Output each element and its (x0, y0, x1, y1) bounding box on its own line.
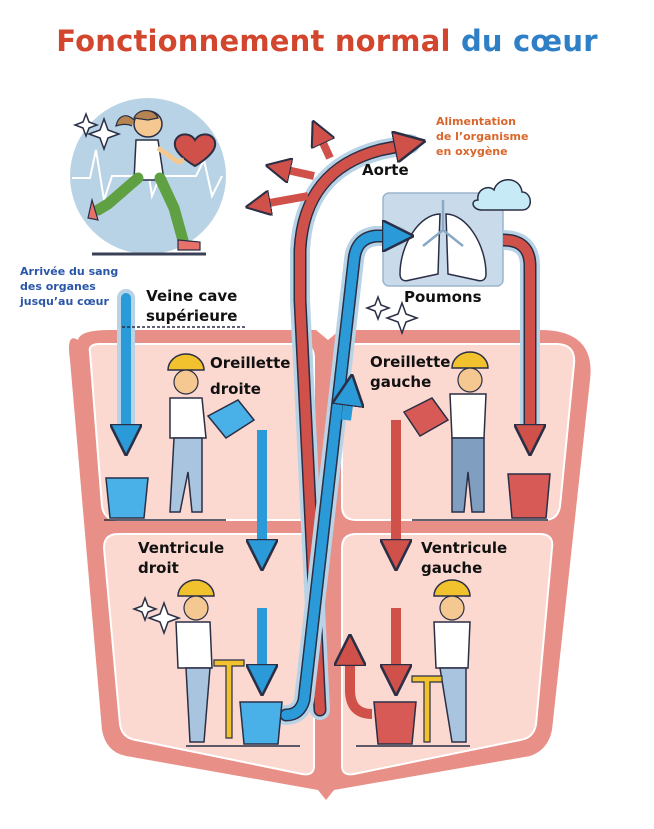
lungs-illustration (364, 179, 531, 336)
note-line: jusqu’au cœur (20, 295, 109, 308)
bronchi-icon (422, 200, 464, 247)
label-line: Veine cave (146, 287, 238, 305)
worker-head (173, 369, 199, 395)
title-part-2: du cœur (460, 24, 598, 58)
hard-hat-icon (433, 579, 471, 597)
heart-icon (173, 133, 217, 168)
label-line: droite (210, 380, 261, 398)
sparkle-icon (364, 294, 392, 322)
hard-hat-icon (167, 353, 205, 371)
worker-head (439, 595, 465, 621)
pump-icon (411, 675, 443, 743)
bucket-icon (507, 473, 551, 519)
label-line: gauche (370, 373, 432, 391)
label-line: supérieure (146, 307, 238, 325)
aorta-branch-arrow (318, 132, 330, 160)
left-ventricle-to-aorta-arrow (350, 650, 373, 719)
runner-illustration (70, 98, 226, 256)
note-line: en oxygène (436, 145, 508, 158)
red-bucket-left-ventricle (373, 701, 417, 745)
blue-bucket-right-atrium (105, 477, 149, 519)
runner-legs (92, 172, 190, 250)
runner-shoes (87, 197, 201, 251)
aorta-vessel (258, 132, 410, 720)
worker-right-atrium (167, 353, 256, 513)
hard-hat-icon (451, 351, 489, 369)
left-ventricle-label: Ventricule gauche (421, 538, 507, 578)
worker-shirt (175, 621, 213, 669)
sparkle-icon (131, 595, 159, 623)
blue-bucket-right-ventricle (239, 701, 283, 745)
label-line: Ventricule (421, 539, 508, 557)
right-atrium-label: Oreillette droite (210, 350, 290, 402)
cloud-icon (472, 179, 531, 211)
pulmonary-artery (276, 236, 398, 725)
sparkle-icon (86, 116, 122, 152)
left-lung-icon (399, 213, 441, 282)
worker-shirt (449, 393, 487, 439)
worker-left-ventricle (411, 579, 471, 743)
note-line: Arrivée du sang (20, 265, 119, 278)
bucket-icon (239, 701, 283, 745)
right-ventricle-label: Ventricule droit (138, 538, 224, 578)
runner-arm (156, 145, 185, 165)
pulmonary-vein (502, 230, 530, 440)
worker-left-atrium (402, 351, 489, 513)
note-line: Alimentation (436, 115, 516, 128)
aorta-label: Aorte (362, 161, 409, 179)
lungs-label: Poumons (404, 288, 482, 306)
worker-head (457, 367, 483, 393)
worker-shirt (169, 397, 207, 439)
worker-pants (451, 437, 485, 513)
left-atrium-label: Oreillette gauche (370, 352, 450, 392)
worker-right-ventricle (131, 579, 245, 743)
worker-pants (169, 437, 203, 513)
vena-cava (122, 289, 246, 440)
worker-pants (185, 667, 211, 743)
pump-icon (213, 659, 245, 739)
supply-note: Alimentation de l’organisme en oxygène (436, 114, 528, 159)
vena-cava-label: Veine cave supérieure (146, 286, 237, 326)
title-part-1: Fonctionnement normal (56, 24, 451, 58)
label-line: droit (138, 559, 179, 577)
page-title: Fonctionnement normal du cœur (0, 24, 654, 58)
label-line: Oreillette (370, 353, 451, 371)
aorta-branch-arrow (278, 168, 315, 176)
pulmonary-artery-arrow (281, 236, 398, 720)
pulmonary-vein-arrow (502, 235, 530, 440)
up-arrow-icon (346, 390, 350, 421)
aorta-main-arrow (295, 144, 410, 715)
bucket-icon (105, 477, 149, 519)
pouring-bucket-icon (206, 399, 256, 439)
bucket-icon (373, 701, 417, 745)
sparkle-icon (384, 300, 420, 336)
worker-head (183, 595, 209, 621)
right-lung-icon (445, 213, 487, 282)
pouring-bucket-icon (402, 397, 450, 437)
label-line: Ventricule (138, 539, 225, 557)
worker-shirt (433, 621, 471, 669)
note-line: de l’organisme (436, 130, 529, 143)
sparkle-icon (72, 111, 100, 139)
arrival-note: Arrivée du sang des organes jusqu’au cœu… (20, 264, 118, 309)
aorta-branch-arrow (258, 196, 309, 205)
label-line: Oreillette (210, 354, 291, 372)
red-bucket-left-atrium (507, 473, 551, 519)
note-line: des organes (20, 280, 96, 293)
worker-pants (439, 667, 467, 743)
label-line: gauche (421, 559, 483, 577)
hard-hat-icon (177, 579, 215, 597)
runner-hair (115, 109, 159, 127)
sparkle-icon (146, 600, 182, 636)
